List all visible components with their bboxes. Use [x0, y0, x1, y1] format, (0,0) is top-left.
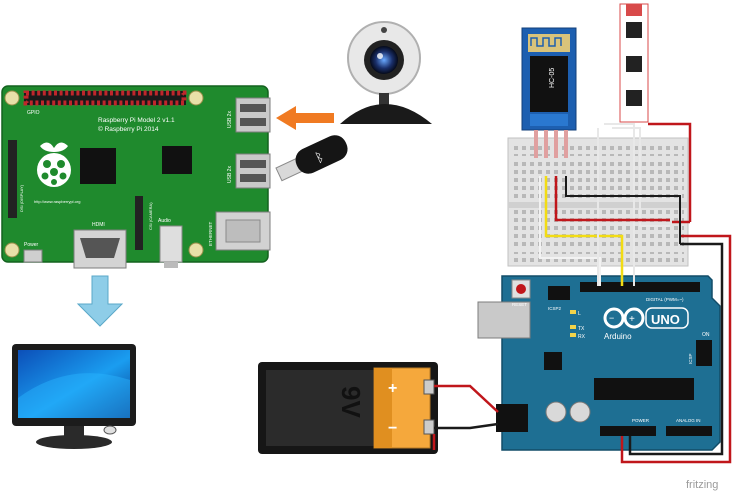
pi-cpu-chip: [80, 148, 116, 184]
hc05-label: HC-05: [549, 68, 556, 88]
power-header: [600, 426, 656, 436]
monitor-icon: [12, 344, 136, 449]
arduino-model: UNO: [651, 312, 680, 327]
csi-connector: [135, 196, 143, 250]
ethernet-port: [215, 211, 271, 251]
arduino-logo-icon: − +: [603, 307, 645, 329]
icsp2-header: [548, 286, 570, 300]
arduino-uno-board: RESET ICSP2 DIGITAL (PWM=~) POWER ANALOG…: [477, 275, 721, 491]
rx-label: RX: [578, 334, 586, 340]
blue-arrow-icon: [76, 275, 124, 327]
icsp-header: [696, 340, 712, 366]
raspberry-pi-board: GPIO Raspberry Pi Model 2 v1.1 © Raspber…: [1, 85, 271, 269]
arduino-brand: Arduino: [604, 332, 632, 341]
power-header-label: POWER: [632, 418, 650, 423]
pi-copyright-text: © Raspberry Pi 2014: [98, 125, 159, 133]
tx-label: TX: [578, 326, 585, 332]
power-port: [23, 249, 43, 263]
icsp2-label: ICSP2: [548, 306, 562, 311]
pi-model-text: Raspberry Pi Model 2 v1.1: [98, 117, 175, 124]
pi-url-text: http://www.raspberrypi.org: [34, 199, 80, 204]
battery-9v: 9V + −: [258, 362, 438, 454]
power-label: Power: [24, 242, 39, 248]
wires: [432, 122, 732, 464]
battery-plus-label: +: [388, 380, 397, 397]
raspberry-logo-icon: [37, 142, 71, 187]
analog-label: ANALOG IN: [676, 418, 701, 423]
atmega-chip: [594, 378, 694, 400]
svg-text:+: +: [629, 314, 635, 325]
led-strip: [619, 3, 649, 123]
webcam: [340, 21, 432, 124]
usb-label-bottom: USB 2x: [227, 166, 233, 183]
gpio-header: [23, 90, 187, 106]
gpio-label: GPIO: [27, 110, 40, 116]
hdmi-label: HDMI: [92, 222, 105, 228]
audio-label: Audio: [158, 218, 171, 224]
orange-arrow-icon: [276, 106, 334, 130]
audio-jack: [159, 225, 183, 268]
dsi-connector: [8, 140, 17, 218]
csi-label: CSI (CAMERA): [148, 202, 153, 230]
dsi-label: DSI (DISPLAY): [19, 184, 24, 212]
l-label: L: [578, 311, 581, 317]
battery-voltage-label: 9V: [336, 386, 366, 418]
digital-header: [580, 282, 700, 292]
usb-chip: [544, 352, 562, 370]
svg-text:−: −: [609, 313, 614, 323]
hdmi-port: [73, 229, 127, 269]
reset-label: RESET: [512, 302, 527, 307]
usb-port-top: [235, 97, 271, 133]
pi-lan-chip: [162, 146, 192, 174]
fritzing-watermark: fritzing: [686, 479, 718, 491]
bluetooth-dongle: ᛒ: [275, 135, 348, 182]
hc05-module: HC-05: [521, 27, 577, 131]
digital-label: DIGITAL (PWM=~): [646, 297, 684, 302]
icsp-label: ICSP: [688, 353, 693, 364]
arduino-dc-jack: [496, 404, 528, 432]
on-label: ON: [702, 332, 710, 338]
arduino-usb-port: [477, 301, 531, 339]
ethernet-label: ETHERNET: [208, 221, 213, 246]
analog-header: [666, 426, 712, 436]
battery-minus-label: −: [388, 420, 397, 437]
usb-port-bottom: [235, 153, 271, 189]
usb-label-top: USB 2x: [227, 111, 233, 128]
